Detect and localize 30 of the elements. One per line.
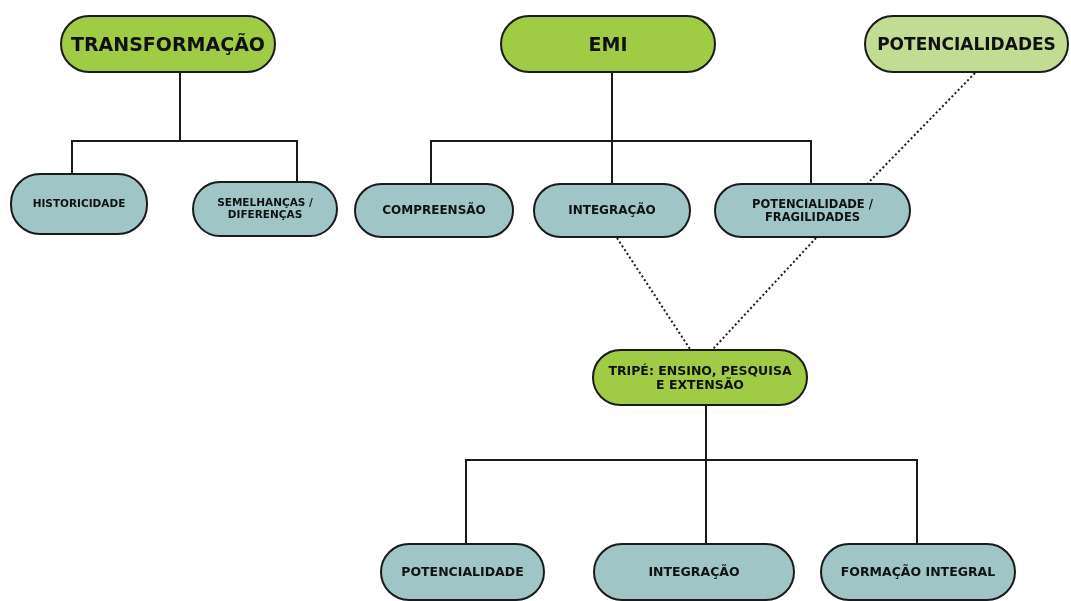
topic-box	[60, 15, 276, 73]
topic-box	[864, 15, 1069, 73]
subtopic-box	[714, 183, 911, 238]
node-label: FORMAÇÃO INTEGRAL	[840, 565, 996, 579]
node-label: POTENCIALIDADES	[877, 34, 1056, 54]
subtopic-box	[10, 173, 148, 235]
dotted-connector	[712, 237, 817, 350]
topic-box	[592, 349, 808, 406]
node-label: HISTORICIDADE	[32, 198, 126, 210]
node-label: TRIPÉ: ENSINO, PESQUISA E EXTENSÃO	[608, 363, 792, 392]
node-label: INTEGRAÇÃO	[648, 565, 740, 579]
dotted-connector	[867, 72, 976, 184]
dotted-connector	[616, 237, 691, 350]
node-label: SEMELHANÇAS / DIFERENÇAS	[216, 197, 314, 221]
node-label: COMPREENSÃO	[382, 203, 486, 218]
node-label: EMI	[588, 33, 628, 55]
subtopic-box	[820, 543, 1016, 601]
subtopic-box	[354, 183, 514, 238]
subtopic-box	[380, 543, 545, 601]
connector-line	[611, 72, 812, 184]
node-label: TRANSFORMAÇÃO	[70, 33, 266, 55]
subtopic-box	[192, 181, 338, 237]
connector-line	[705, 405, 918, 544]
node-label: INTEGRAÇÃO	[568, 203, 656, 218]
connector-line	[179, 72, 298, 182]
node-label: POTENCIALIDADE	[401, 565, 524, 579]
subtopic-box	[593, 543, 795, 601]
subtopic-box	[533, 183, 691, 238]
node-label: POTENCIALIDADE / FRAGILIDADES	[751, 197, 874, 224]
topic-box	[500, 15, 716, 73]
